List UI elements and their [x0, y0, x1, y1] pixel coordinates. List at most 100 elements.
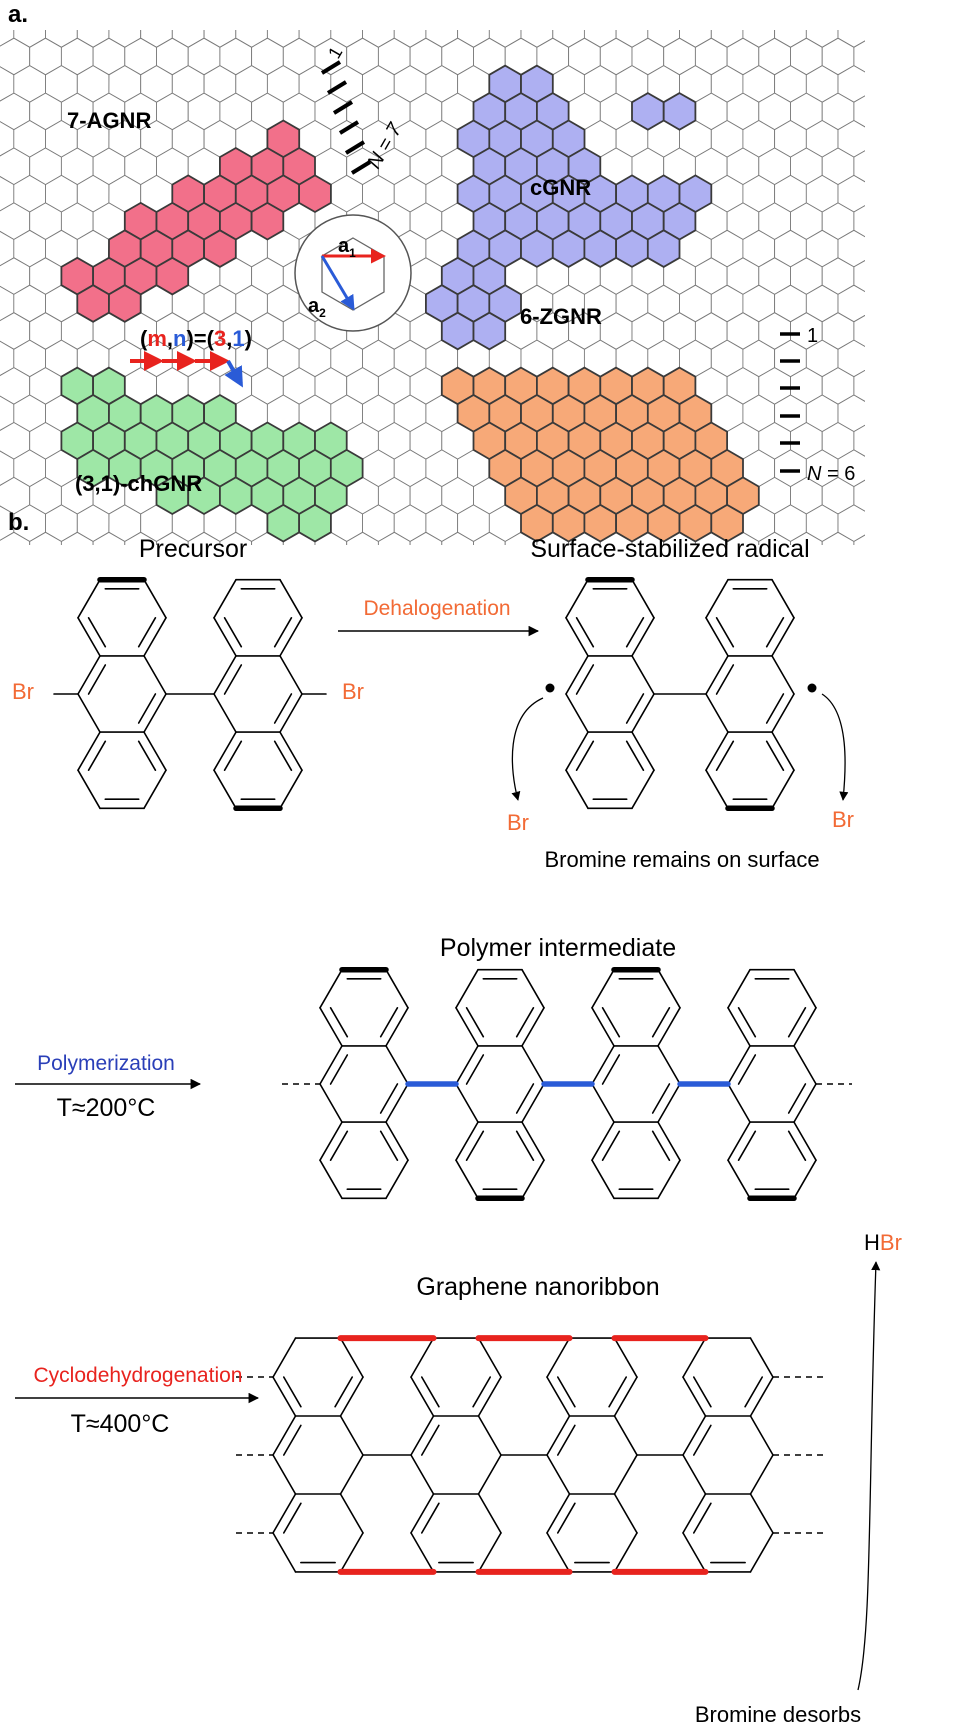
- lattice-hex: [553, 560, 585, 597]
- bond: [339, 1532, 364, 1573]
- label-cgnr: cGNR: [530, 175, 591, 200]
- bond: [631, 616, 655, 657]
- ribbon-3-1-chgnr: [60, 366, 364, 543]
- bond: [631, 578, 655, 619]
- bond: [329, 1130, 349, 1161]
- bond: [410, 1454, 435, 1495]
- ribbon-cgnr-cell: [662, 92, 697, 131]
- bond: [319, 1083, 343, 1123]
- bond: [608, 1376, 628, 1408]
- dehalogenation-step: Dehalogenation: [338, 597, 540, 637]
- bond: [87, 616, 107, 648]
- bond: [272, 1415, 297, 1456]
- radical-arrows: [511, 683, 849, 801]
- bond: [472, 1376, 492, 1408]
- bond: [556, 1424, 576, 1456]
- bond: [793, 1083, 817, 1123]
- bond: [765, 740, 785, 772]
- bond: [143, 578, 167, 619]
- bond: [546, 1454, 571, 1495]
- bond: [692, 1424, 712, 1456]
- lattice-hex: [759, 587, 791, 624]
- ribbon-cgnr-cell: [551, 229, 586, 268]
- bond: [455, 1006, 479, 1047]
- precursor-title: Precursor: [139, 535, 247, 563]
- bond: [787, 1083, 807, 1114]
- bond: [385, 968, 409, 1009]
- lattice-hex: [806, 560, 838, 597]
- bond: [515, 1083, 535, 1114]
- bond: [565, 655, 589, 695]
- lattice-hex: [600, 587, 632, 624]
- bond: [771, 616, 795, 657]
- bond: [213, 769, 237, 810]
- bond: [282, 1376, 302, 1408]
- bond: [272, 1337, 297, 1378]
- lattice-hex: [886, 532, 918, 569]
- bond: [651, 1130, 671, 1161]
- bond: [787, 1130, 807, 1161]
- bond: [682, 1493, 707, 1534]
- bond: [556, 1376, 576, 1408]
- bond: [601, 1130, 621, 1161]
- bond: [657, 1121, 681, 1161]
- lattice-hex: [853, 205, 865, 238]
- bond: [319, 1006, 343, 1047]
- ribbon-6-zgnr-cell: [710, 503, 744, 543]
- bond: [727, 1006, 751, 1047]
- bond: [657, 1159, 681, 1200]
- bond: [575, 664, 595, 695]
- bond: [625, 693, 645, 724]
- lattice-hex: [853, 40, 865, 73]
- bond: [575, 616, 595, 648]
- lattice-hex: [886, 203, 918, 240]
- bond: [213, 731, 237, 772]
- bond: [787, 1006, 807, 1038]
- bond: [213, 578, 237, 619]
- bond: [77, 769, 101, 810]
- bond: [556, 1502, 576, 1534]
- bond: [631, 769, 655, 810]
- bond: [272, 1376, 297, 1417]
- bond: [137, 693, 157, 724]
- bond: [385, 1159, 409, 1200]
- bond: [657, 1006, 681, 1047]
- bond: [793, 968, 817, 1009]
- bond: [339, 1376, 364, 1417]
- bond: [613, 1532, 638, 1573]
- bond: [591, 1121, 615, 1161]
- lattice-hex: [886, 423, 918, 460]
- bond: [319, 1159, 343, 1200]
- lattice-hex: [363, 560, 395, 597]
- lattice-hex: [394, 560, 426, 597]
- bond: [575, 740, 595, 772]
- radical-title: Surface-stabilized radical: [530, 535, 809, 563]
- panel-a-label: a.: [8, 1, 28, 28]
- ribbon-7-agnr-cell: [155, 256, 190, 296]
- bond: [143, 731, 167, 772]
- bond: [137, 740, 157, 772]
- svg-text:N = 6: N = 6: [807, 463, 855, 485]
- bond: [223, 664, 243, 695]
- bond: [77, 655, 101, 695]
- bond: [385, 1045, 409, 1085]
- lattice-vector-inset: a1 a2: [294, 214, 412, 332]
- svg-text:Polymerization: Polymerization: [37, 1052, 175, 1075]
- bond: [682, 1337, 707, 1378]
- bond: [705, 616, 729, 657]
- lattice-hex: [157, 587, 189, 624]
- bond: [223, 616, 243, 648]
- bond: [339, 1454, 364, 1495]
- ribbon-cgnr-cell: [631, 92, 665, 131]
- lattice-hex: [870, 505, 902, 542]
- bond: [546, 1337, 571, 1378]
- bond: [87, 740, 107, 772]
- bond: [749, 1532, 774, 1573]
- bond: [279, 769, 303, 810]
- bond: [137, 616, 157, 648]
- bond: [727, 1121, 751, 1161]
- bond: [771, 655, 795, 695]
- bond: [591, 1045, 615, 1085]
- lattice-hex: [743, 560, 775, 597]
- bond: [771, 731, 795, 772]
